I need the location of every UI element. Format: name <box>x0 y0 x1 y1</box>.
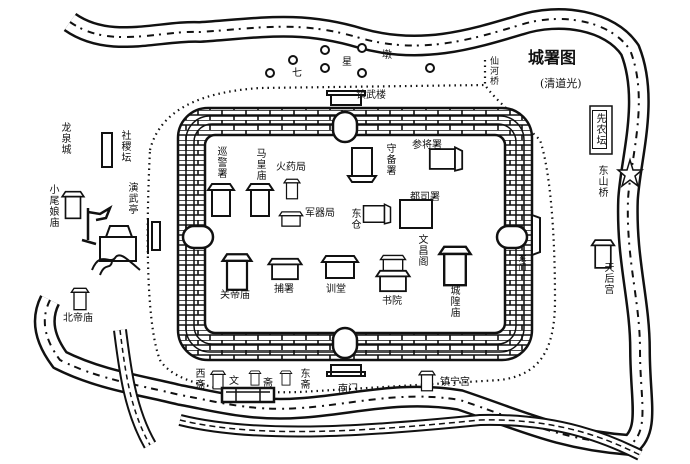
map-subtitle: (清道光) <box>540 77 582 90</box>
label-shuyuan: 书院 <box>382 296 402 307</box>
label-shejitan: 社稷坛 <box>119 130 130 163</box>
label-nanmen: 南门 <box>338 384 358 395</box>
label-xiannongtan: 先农坛 <box>592 110 607 149</box>
dotted-boundary <box>146 60 557 394</box>
label-wenchangge: 文昌阁 <box>416 234 427 267</box>
label-dongmen: 东门 <box>518 254 527 272</box>
label-shoubeishu: 守备署 <box>384 143 395 176</box>
label-dongshanqiao: 东山桥 <box>596 165 607 198</box>
label-dongcang: 东仓 <box>349 208 360 230</box>
label-dun: 墩 <box>382 50 392 61</box>
label-chenghuangmiao: 城隍庙 <box>448 285 459 318</box>
river <box>33 8 654 461</box>
label-wen: 文 <box>229 376 239 387</box>
label-junqiju: 军器局 <box>305 208 335 219</box>
label-zhenwulou: 镇武楼 <box>356 90 386 101</box>
label-duzhitang: 都司署 <box>410 192 440 203</box>
label-xunjingshu: 巡警署 <box>215 146 226 179</box>
label-guandimiao: 关帝庙 <box>220 290 250 301</box>
label-zhai: 斋 <box>263 378 273 389</box>
label-canjiangshu: 参将署 <box>412 140 442 151</box>
label-yanwuting: 演武亭 <box>126 182 137 215</box>
label-xing: 星 <box>342 57 352 68</box>
seven-star-mounds <box>265 43 435 78</box>
label-longquancheng: 龙泉城 <box>59 122 70 155</box>
label-beidimiao: 北帝庙 <box>63 313 93 324</box>
label-tianhougong: 天后宫 <box>602 262 613 295</box>
label-xuntang: 训堂 <box>326 284 346 295</box>
label-xiaoweiniangmiao: 小尾娘庙 <box>47 184 58 228</box>
label-bushu: 捕署 <box>274 284 294 295</box>
label-zhenninggong: 镇宁宫 <box>440 377 470 388</box>
label-huoyaoju: 火药局 <box>276 162 306 173</box>
city-wall <box>176 106 534 362</box>
map-title: 城署图 <box>528 48 577 67</box>
label-xizhai: 西斋 <box>193 368 204 390</box>
gate-towers <box>147 90 541 377</box>
label-xianheqiao: 仙河桥 <box>488 56 498 86</box>
label-dongzhai: 东斋 <box>298 368 309 390</box>
label-mahuangmiao: 马皇庙 <box>254 148 265 181</box>
buildings <box>207 146 472 293</box>
label-qi: 七 <box>292 68 302 79</box>
